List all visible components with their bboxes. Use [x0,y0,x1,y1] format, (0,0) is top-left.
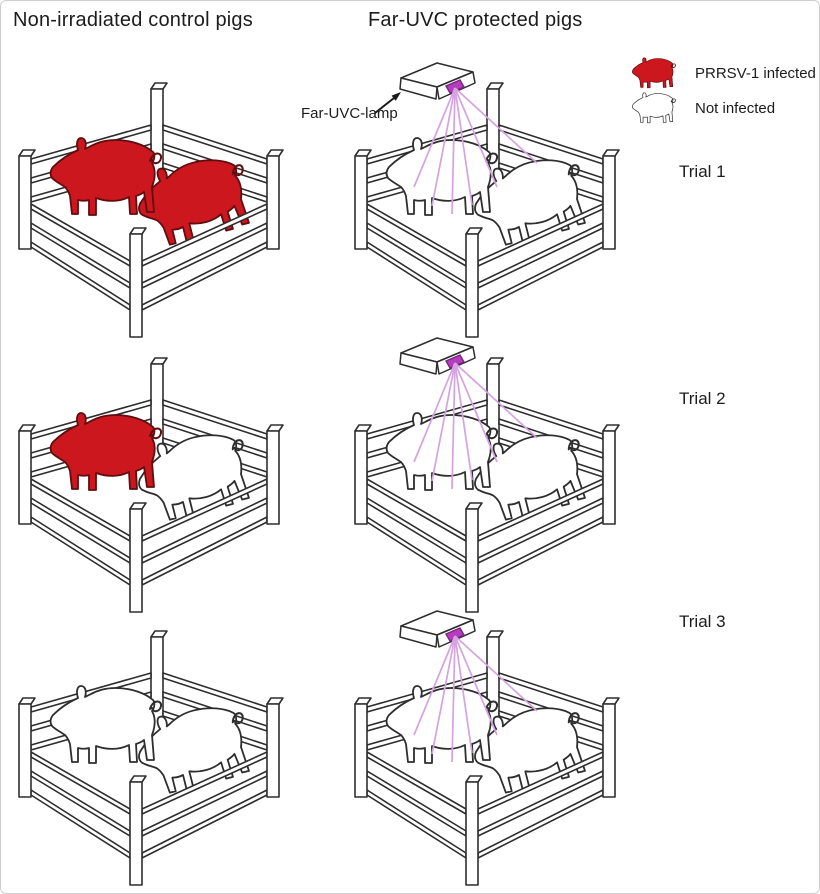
far-uvc-lamp [399,62,538,215]
pig-not_infected [138,707,250,794]
pen-protected-trial-3 [339,607,639,893]
pig-tail-curl [149,427,163,440]
legend-item-healthy: Not infected [631,91,775,125]
pig-tail-curl [567,439,580,452]
pen-front-rails [18,697,284,886]
trial-2-label: Trial 2 [679,389,726,408]
pig-not_infected [474,434,586,521]
pig-not_infected [474,707,586,794]
far-uvc-lamp [399,610,538,763]
lamp-callout-arrow [374,92,401,114]
uv-emitter-window [445,354,465,369]
pig-tail-curl [231,439,244,452]
pig-not_infected [138,434,250,521]
uv-emitter-window [445,627,465,642]
pig-infected [632,57,676,89]
legend-item-infected: PRRSV-1 infected [631,56,816,90]
far-uvc-lamp [399,337,538,490]
pig-pen [18,357,284,613]
pig-tail-curl [231,712,244,725]
protected-column-title: Far-UVC protected pigs [368,9,583,31]
pig-tail-curl [670,98,676,103]
control-column-title: Non-irradiated control pigs [13,9,253,31]
pen-front-rails [18,424,284,613]
pig-tail-curl [567,712,580,725]
uv-rays [413,362,538,490]
pig-tail-curl [149,152,163,165]
pig-tail-curl [567,164,580,177]
pig-pen [354,82,620,338]
pen-front-rails [18,149,284,338]
pig-infected [49,412,163,491]
pig-healthy-icon [631,91,677,125]
pig-not_infected [474,159,586,246]
pig-tail-curl [485,152,499,165]
pig-pen [18,630,284,886]
uv-rays [413,87,538,215]
legend-label-healthy: Not infected [695,99,776,117]
pig-tail-curl [149,700,163,713]
pig-not_infected [632,92,676,124]
pen-control-trial-2 [3,334,303,648]
pig-pen [354,630,620,886]
pig-pen [18,82,284,338]
pig-infected [138,159,250,246]
pen-protected-trial-2 [339,334,639,648]
pen-front-rails [354,149,620,338]
trial-3-label: Trial 3 [679,612,726,631]
pen-control-trial-1 [3,59,303,373]
pig-tail-curl [485,427,499,440]
pen-protected-trial-1 [339,59,639,373]
pig-tail-curl [231,164,244,177]
pen-front-rails [354,697,620,886]
uv-rays [413,635,538,763]
uv-emitter-window [445,79,465,94]
pen-control-trial-3 [3,607,303,893]
legend-label-infected: PRRSV-1 infected [695,64,816,82]
pig-not_infected [49,685,163,764]
pen-front-rails [354,424,620,613]
far-uvc-lamp-label: Far-UVC-lamp [301,105,398,122]
pig-pen [354,357,620,613]
trial-1-label: Trial 1 [679,162,726,181]
pig-tail-curl [485,700,499,713]
pig-tail-curl [670,63,676,68]
pig-infected [49,137,163,216]
pig-infected-icon [631,56,677,90]
